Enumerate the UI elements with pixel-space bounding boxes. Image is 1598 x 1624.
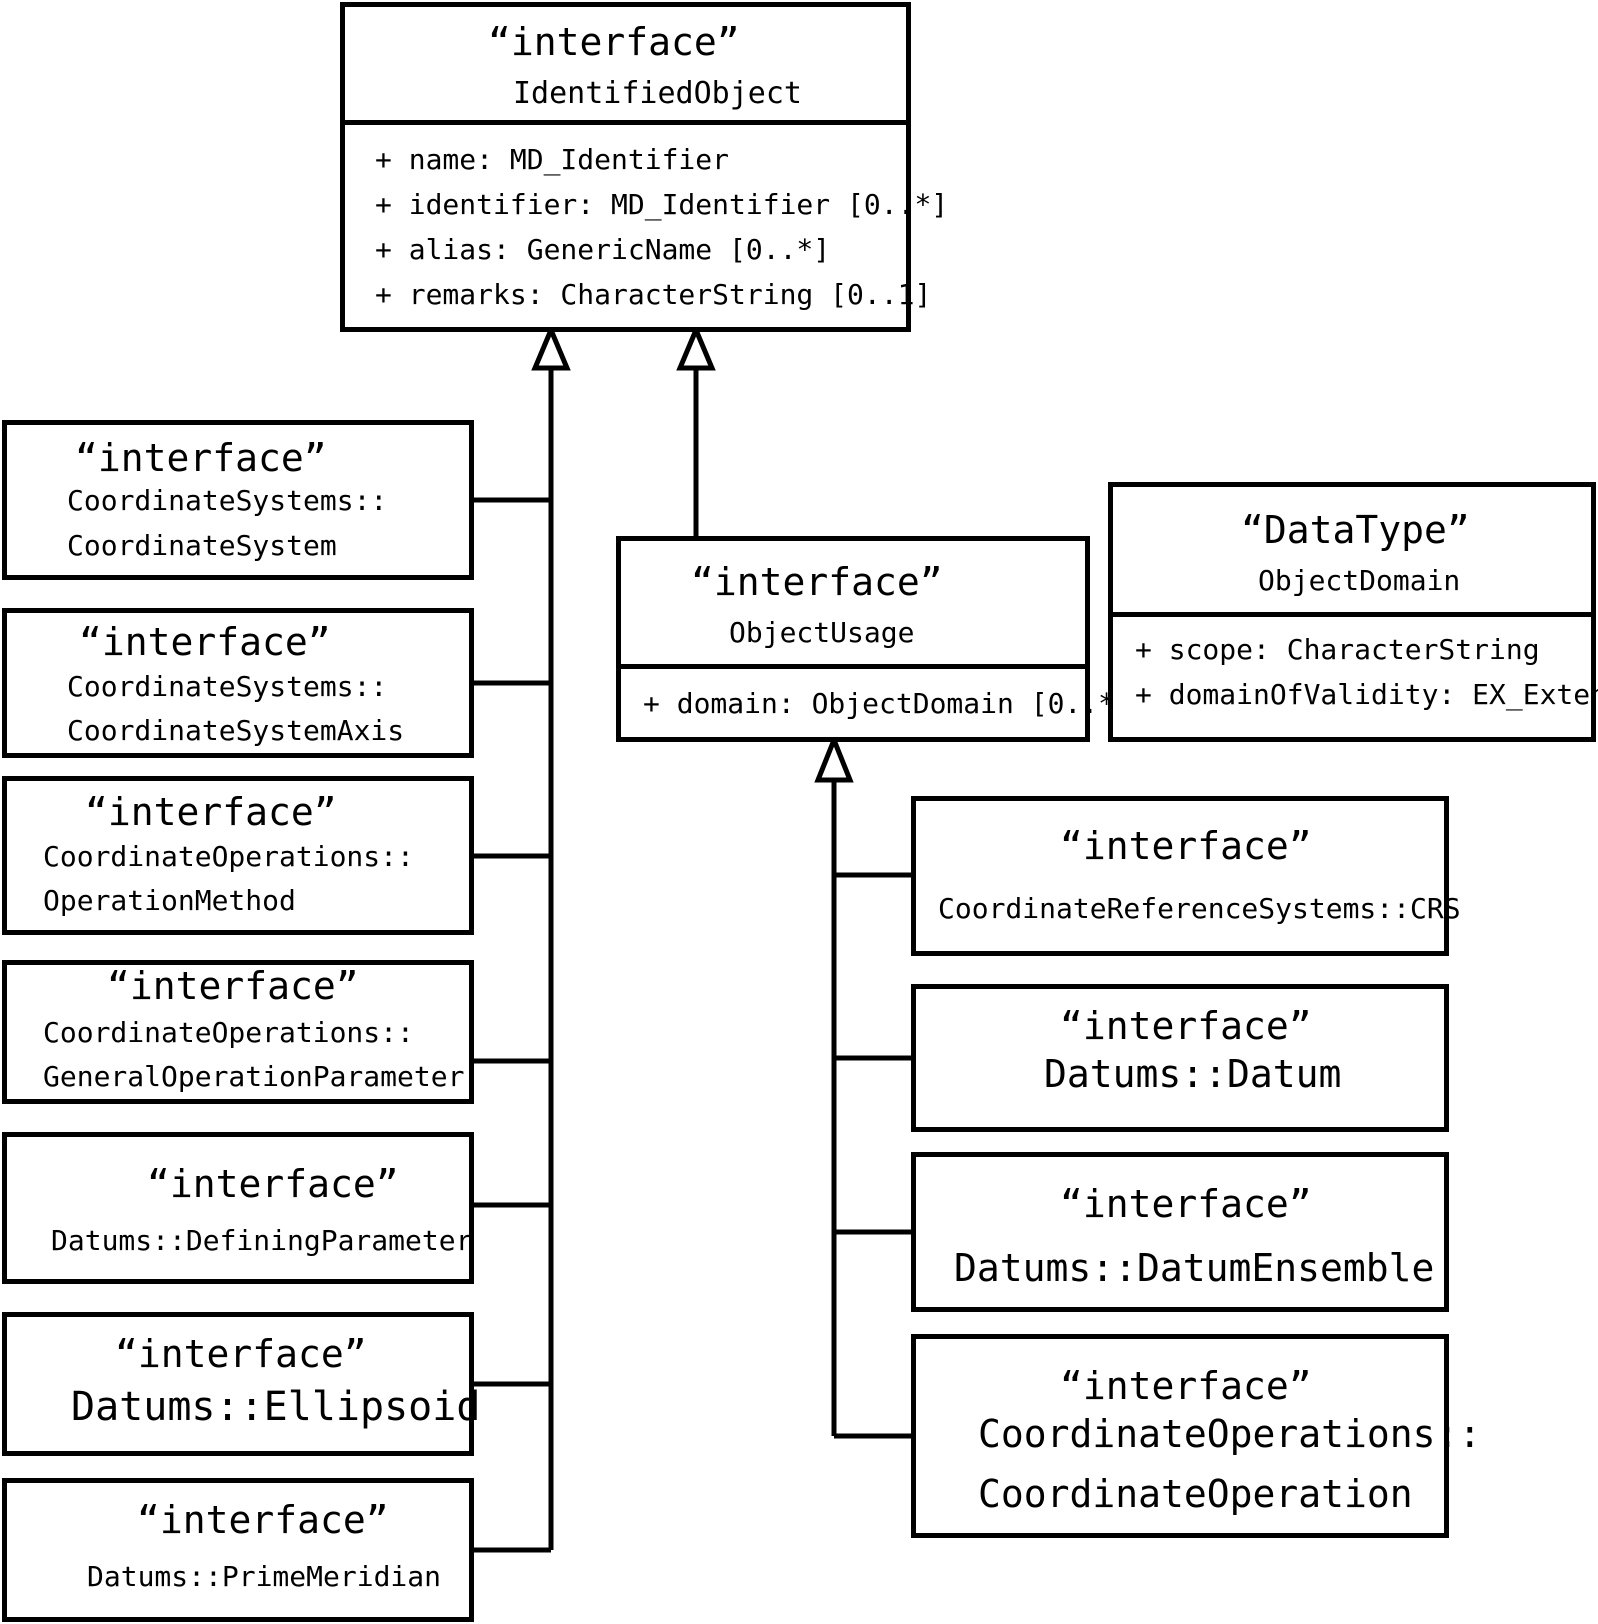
class-name: OperationMethod bbox=[43, 884, 296, 917]
class-name-package: CoordinateSystems:: bbox=[67, 670, 388, 703]
generalization-arrowhead bbox=[814, 733, 854, 783]
class-name: CoordinateOperation bbox=[978, 1472, 1413, 1516]
class-identified-object: “interface” IdentifiedObject + name: MD_… bbox=[340, 2, 949, 332]
stereotype-label: “interface” bbox=[1060, 1004, 1312, 1048]
class-prime-meridian: “interface” Datums::PrimeMeridian bbox=[2, 1478, 474, 1622]
stereotype-label: “DataType” bbox=[1241, 508, 1470, 552]
stereotype-label: “interface” bbox=[488, 20, 740, 64]
stereotype-label: “interface” bbox=[691, 560, 943, 604]
class-general-operation-parameter: “interface” CoordinateOperations:: Gener… bbox=[2, 960, 474, 1104]
stereotype-label: “interface” bbox=[115, 1332, 367, 1376]
class-name: Datums::Datum bbox=[1044, 1052, 1342, 1096]
class-name: CoordinateReferenceSystems::CRS bbox=[938, 892, 1461, 925]
stereotype-label: “interface” bbox=[75, 436, 327, 480]
class-name: Datums::Ellipsoid bbox=[71, 1384, 481, 1430]
class-coordinate-system: “interface” CoordinateSystems:: Coordina… bbox=[2, 420, 474, 580]
generalization-arrowhead bbox=[676, 323, 716, 371]
stereotype-label: “interface” bbox=[1060, 1182, 1312, 1226]
stereotype-label: “interface” bbox=[137, 1498, 389, 1542]
class-object-usage: “interface” ObjectUsage + domain: Object… bbox=[616, 536, 1132, 742]
class-name: ObjectDomain bbox=[1258, 564, 1461, 597]
class-crs: “interface” CoordinateReferenceSystems::… bbox=[911, 796, 1461, 956]
generalization-arrowhead bbox=[531, 323, 571, 371]
class-name-package: CoordinateOperations:: bbox=[43, 840, 414, 873]
stereotype-label: “interface” bbox=[107, 964, 359, 1008]
class-datum: “interface” Datums::Datum bbox=[911, 984, 1449, 1132]
class-ellipsoid: “interface” Datums::Ellipsoid bbox=[2, 1312, 480, 1456]
class-name-package: CoordinateOperations:: bbox=[43, 1016, 414, 1049]
class-coordinate-system-axis: “interface” CoordinateSystems:: Coordina… bbox=[2, 608, 474, 758]
class-datum-ensemble: “interface” Datums::DatumEnsemble bbox=[911, 1152, 1449, 1312]
class-coordinate-operation: “interface” CoordinateOperations:: Coord… bbox=[911, 1334, 1481, 1538]
stereotype-label: “interface” bbox=[79, 620, 331, 664]
class-name: CoordinateSystemAxis bbox=[67, 714, 405, 747]
attribute: + alias: GenericName [0..*] bbox=[375, 233, 831, 266]
class-name-package: CoordinateOperations:: bbox=[978, 1412, 1482, 1456]
class-name: ObjectUsage bbox=[729, 616, 915, 649]
class-name: CoordinateSystem bbox=[67, 529, 337, 562]
class-object-domain: “DataType” ObjectDomain + scope: Charact… bbox=[1108, 482, 1598, 742]
class-name: Datums::DefiningParameter bbox=[51, 1224, 473, 1257]
class-name: GeneralOperationParameter bbox=[43, 1060, 465, 1093]
class-name: Datums::DatumEnsemble bbox=[954, 1246, 1435, 1290]
attribute: + scope: CharacterString bbox=[1135, 633, 1540, 666]
attribute: + domainOfValidity: EX_Extent bbox=[1135, 678, 1598, 711]
class-defining-parameter: “interface” Datums::DefiningParameter bbox=[2, 1132, 474, 1284]
class-name: IdentifiedObject bbox=[513, 76, 802, 111]
class-name: Datums::PrimeMeridian bbox=[87, 1560, 442, 1593]
class-name-package: CoordinateSystems:: bbox=[67, 484, 388, 517]
stereotype-label: “interface” bbox=[147, 1162, 399, 1206]
stereotype-label: “interface” bbox=[1060, 1364, 1312, 1408]
attribute: + name: MD_Identifier bbox=[375, 143, 730, 176]
attribute: + domain: ObjectDomain [0..*] bbox=[643, 687, 1132, 720]
class-operation-method: “interface” CoordinateOperations:: Opera… bbox=[2, 776, 474, 935]
attribute: + remarks: CharacterString [0..1] bbox=[375, 278, 932, 311]
stereotype-label: “interface” bbox=[85, 790, 337, 834]
attribute: + identifier: MD_Identifier [0..*] bbox=[375, 188, 949, 221]
stereotype-label: “interface” bbox=[1060, 824, 1312, 868]
